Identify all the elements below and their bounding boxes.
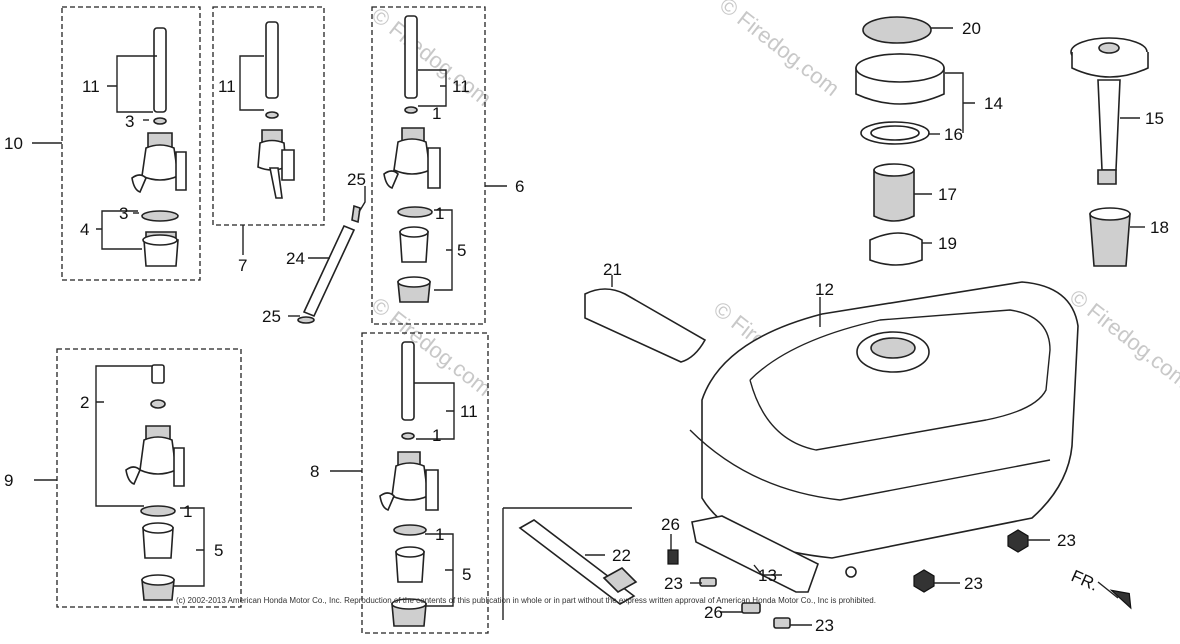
callout-12: 12: [815, 280, 834, 299]
fuel-valve-assembly-9: [125, 364, 185, 601]
callout-25-a: 25: [347, 170, 366, 189]
front-direction-marker: FR.: [1068, 566, 1132, 610]
callout-2: 2: [80, 393, 89, 412]
callout-19: 19: [938, 234, 957, 253]
callout-15: 15: [1145, 109, 1164, 128]
group-box-6: [371, 6, 486, 325]
callout-11-d: 11: [460, 402, 478, 421]
callout-10: 10: [4, 134, 23, 153]
callout-9: 9: [4, 471, 13, 490]
group-box-9: [56, 348, 242, 608]
fuel-valve-assembly-10: [131, 27, 187, 267]
callout-13: 13: [758, 566, 777, 585]
callout-23-a: 23: [664, 574, 683, 593]
callout-3-b: 3: [119, 204, 128, 223]
callout-3-a: 3: [125, 112, 134, 131]
watermark-right: © Firedog.com: [1065, 284, 1180, 393]
group-box-8: [361, 332, 489, 634]
callout-14: 14: [984, 94, 1003, 113]
fuel-cap-assembly: [855, 16, 945, 145]
callout-11-a: 11: [82, 77, 100, 96]
group-box-10: [61, 6, 201, 281]
fuel-line-24: [297, 204, 361, 324]
callout-7: 7: [238, 256, 247, 275]
callout-16: 16: [944, 125, 963, 144]
callout-22: 22: [612, 546, 631, 565]
callout-5-a: 5: [457, 241, 466, 260]
watermark-top: © Firedog.com: [367, 2, 496, 111]
callout-1-b: 1: [435, 204, 444, 223]
callout-23-b: 23: [1057, 531, 1076, 550]
callout-23-c: 23: [964, 574, 983, 593]
callout-1-e: 1: [435, 525, 444, 544]
callout-23-d: 23: [815, 616, 834, 635]
callout-18: 18: [1150, 218, 1169, 237]
group-line-22: [502, 507, 632, 620]
group-box-7: [212, 6, 325, 226]
callout-5-c: 5: [462, 565, 471, 584]
fuel-gauge-15: [1070, 37, 1149, 185]
callout-20: 20: [962, 19, 981, 38]
callout-26: 26: [661, 515, 680, 534]
callout-17: 17: [938, 185, 957, 204]
fuel-valve-assembly-7: [257, 21, 295, 199]
callout-6: 6: [515, 177, 524, 196]
callout-4: 4: [80, 220, 89, 239]
label-plate-21: [584, 288, 707, 363]
watermark-top-right: © Firedog.com: [715, 0, 844, 101]
callout-1-a: 1: [432, 104, 441, 123]
pipe-22: [518, 519, 638, 605]
fuel-tank-12: [689, 281, 1079, 578]
strainer-18: [1089, 207, 1131, 267]
callout-11-c: 11: [452, 77, 470, 96]
copyright-footer: (c) 2002-2013 American Honda Motor Co., …: [176, 596, 876, 605]
watermark-mid-left: © Firedog.com: [367, 292, 496, 401]
callout-26-b: 26: [704, 603, 723, 622]
fuel-strainer-17: [869, 163, 923, 266]
callout-1-d: 1: [432, 426, 441, 445]
fr-label: FR.: [1068, 566, 1101, 594]
callout-11-b: 11: [218, 77, 236, 96]
callout-labels: 11 3 10 3 4 11 7 11 1 6 1 5 25 24 25 2 9…: [4, 19, 1169, 635]
callout-8: 8: [310, 462, 319, 481]
bracket-13: [667, 515, 1029, 629]
callout-24: 24: [286, 249, 305, 268]
fuel-valve-assembly-6: [383, 15, 441, 303]
callout-5-b: 5: [214, 541, 223, 560]
callout-25-b: 25: [262, 307, 281, 326]
fuel-valve-assembly-8: [379, 341, 439, 627]
callout-21: 21: [603, 260, 622, 279]
leader-lines: [32, 27, 1145, 626]
callout-1-c: 1: [183, 502, 192, 521]
